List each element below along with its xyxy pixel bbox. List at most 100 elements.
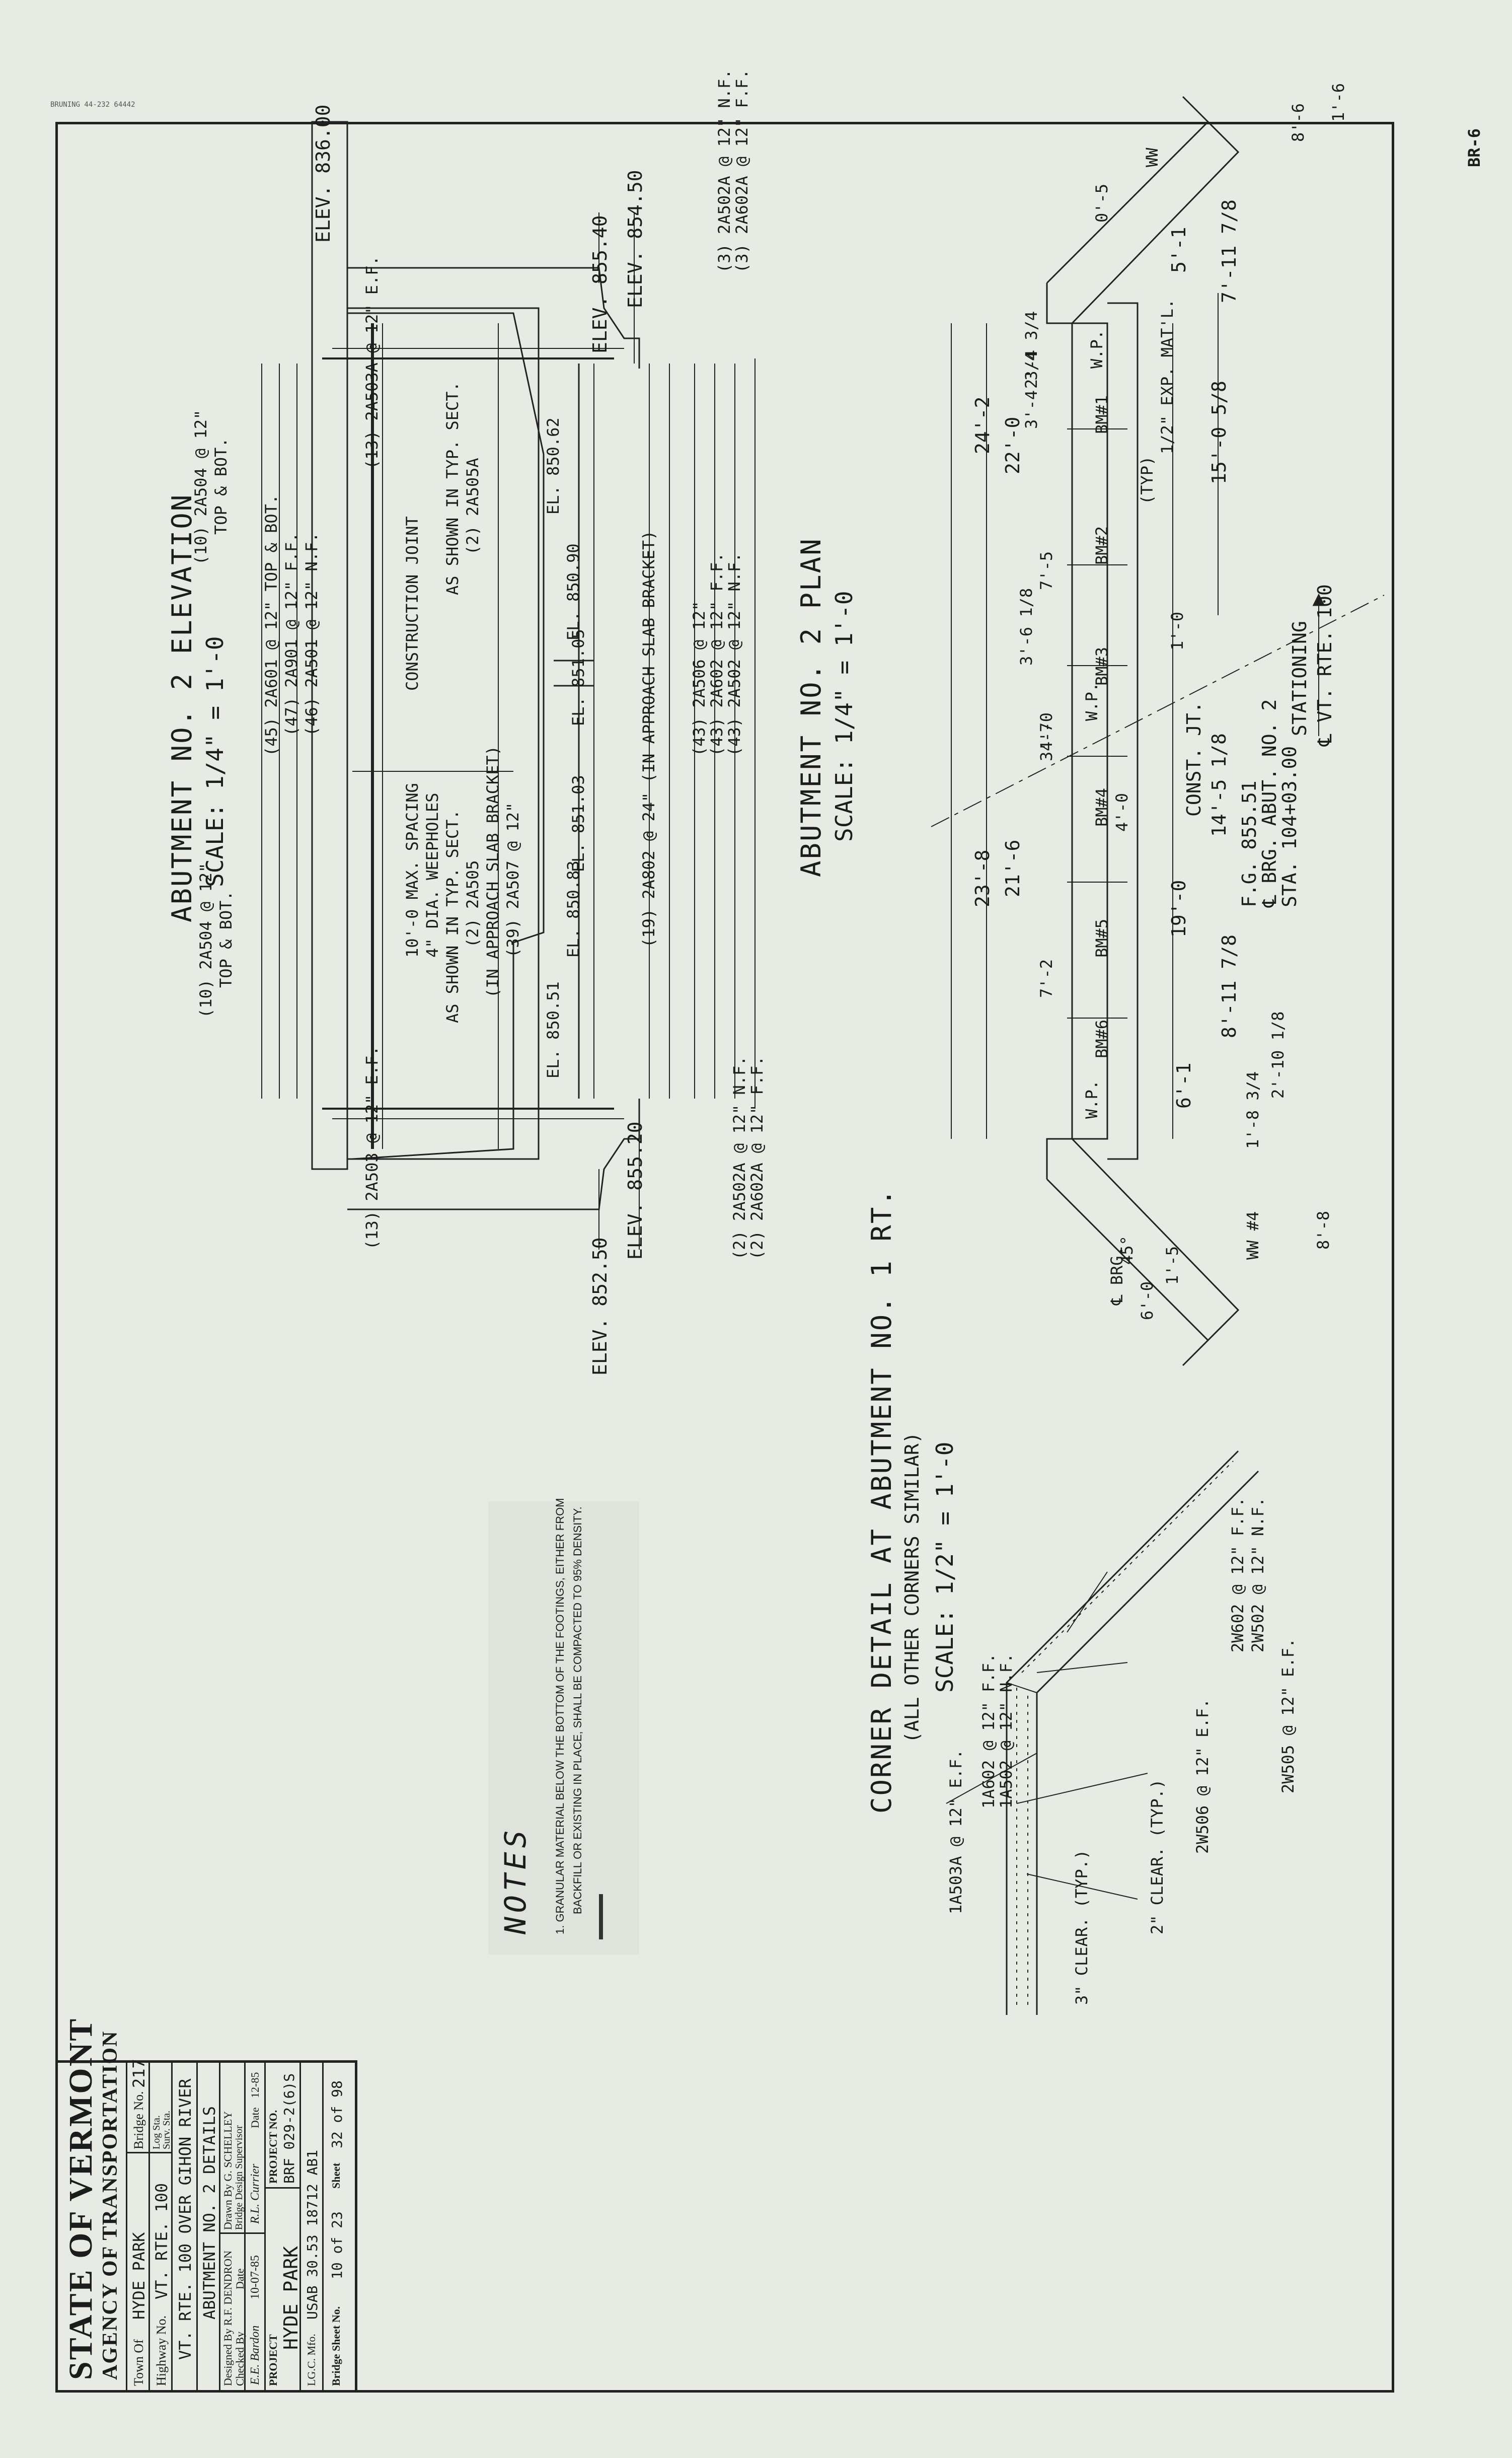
dim-1-5: 1'-5 <box>1163 1246 1182 1285</box>
centerline-label: ℄ VT. RTE. 100 <box>1314 584 1336 746</box>
stationing-label: STATIONING <box>1289 621 1311 736</box>
check-date: 10-07-85 <box>249 2255 262 2299</box>
sheet-label: Sheet <box>330 2162 342 2189</box>
bar-2a504-left-note: TOP & BOT. <box>211 438 231 535</box>
corner-scale: SCALE: 1/2" = 1'-0 <box>931 1441 958 1693</box>
sheet-value: 32 of 98 <box>329 2080 345 2148</box>
designed-by: Designed By R.F. DENDRON <box>221 2251 234 2386</box>
corner-w602: 2W602 @ 12" F.F. <box>1228 1497 1247 1652</box>
dim-7-11: 7'-11 7/8 <box>1218 199 1240 303</box>
tb-row-highway: Highway No. VT. RTE. 100 Log Sta. Surv. … <box>148 2063 173 2390</box>
dim-8-11: 8'-11 7/8 <box>1218 934 1240 1038</box>
bar-2a505-note: AS SHOWN IN TYP. SECT. <box>443 810 462 1023</box>
title-block: STATE OF VERMONT AGENCY OF TRANSPORTATIO… <box>55 2017 357 2393</box>
bar-2a502a-top: (3) 2A502A @ 12" N.F. <box>715 69 734 273</box>
tb-row-sheet: Bridge Sheet No. 10 of 23 Sheet 32 of 98 <box>322 2063 351 2390</box>
agency-name: AGENCY OF TRANSPORTATION <box>99 2030 122 2380</box>
const-jt-label: CONST. JT. <box>1183 701 1205 817</box>
cell-divider <box>220 2232 246 2234</box>
el-851-05: EL. 851.05 <box>569 629 588 726</box>
el-850-90: EL. 850.90 <box>564 543 583 640</box>
corner-w506: 2W506 @ 12" E.F. <box>1193 1698 1212 1854</box>
stem-outline <box>346 307 540 1160</box>
el-851-03: EL. 851.03 <box>569 775 588 872</box>
dim-4-0-a: 4'-0 <box>1112 792 1131 832</box>
el-850-83: EL. 850.83 <box>564 860 583 958</box>
bridge-no-label: Bridge No. <box>131 2091 146 2149</box>
corner-a602: 1A602 @ 12" F.F. <box>979 1653 998 1809</box>
weephole-spacing: 10'-0 MAX. SPACING <box>403 783 422 958</box>
el-850-62: EL. 850.62 <box>544 417 563 515</box>
dim-8-8: 8'-8 <box>1314 1210 1333 1250</box>
lgc-label: LG.C. Mfo. <box>305 2334 318 2386</box>
cell-divider <box>246 2232 266 2234</box>
elevation-scale: SCALE: 1/4" = 1'-0 <box>201 636 229 888</box>
wp-label-2: W.P. <box>1082 682 1101 721</box>
tb-row-designers: Designed By R.F. DENDRON Checked By Date… <box>219 2063 246 2390</box>
bar-2a506: (43) 2A506 @ 12" <box>690 601 709 756</box>
bar-2a504-left: (10) 2A504 @ 12" <box>191 409 210 565</box>
dim-7-5: 7'-5 <box>1037 551 1056 590</box>
project-label: PROJECT <box>267 2334 279 2386</box>
corner-clear-2: 2" CLEAR. (TYP.) <box>1148 1779 1167 1934</box>
description-line-2: ABUTMENT NO. 2 DETAILS <box>200 2106 219 2320</box>
bar-2a502a-bot: (2) 2A502A @ 12" N.F. <box>730 1056 749 1260</box>
elev-854-50: ELEV. 854.50 <box>624 170 646 308</box>
cell-divider <box>266 2187 301 2189</box>
tb-row-signatures: E.E. Bardon 10-07-85 R.L. Currier Date 1… <box>244 2063 266 2390</box>
dim-8-6: 8'-6 <box>1289 103 1308 142</box>
wp-label-3: W.P. <box>1082 1079 1101 1119</box>
supervisor-date: 12-85 <box>249 2072 261 2098</box>
project-no-label: PROJECT NO. <box>267 2110 279 2184</box>
dim-21-6: 21'-6 <box>1002 839 1024 897</box>
dim-15-0: 15'-0 5/8 <box>1208 381 1230 484</box>
dim-1-8: 1'-8 3/4 <box>1243 1071 1262 1149</box>
description-line-1: VT. RTE. 100 OVER GIHON RIVER <box>176 2078 195 2360</box>
bar-2a505a: (2) 2A505A <box>463 458 482 555</box>
bar-2a502: (43) 2A502 @ 12" N.F. <box>725 552 744 756</box>
highway-value: VT. RTE. 100 <box>152 2183 171 2299</box>
bar-2a505a-note: AS SHOWN IN TYP. SECT. <box>443 382 462 595</box>
dim-6-1: 6'-1 <box>1173 1062 1195 1109</box>
lgc-value: USAB 30.53 18712 AB1 <box>304 2149 321 2320</box>
bridge-no-value: 217 <box>129 2059 148 2088</box>
supervisor-label: Bridge Design Supervisor <box>234 2125 245 2230</box>
dim-7-2: 7'-2 <box>1037 959 1056 998</box>
supervisor-signature: R.L. Currier <box>249 2163 262 2224</box>
elev-836: ELEV. 836.00 <box>312 104 334 243</box>
tb-row-town: Town Of HYDE PARK Bridge No. 217 <box>126 2059 150 2390</box>
corner-w502: 2W502 @ 12" N.F. <box>1248 1497 1267 1652</box>
beam-3: BM#3 <box>1092 646 1111 686</box>
corner-a503: 1A503A @ 12" E.F. <box>946 1749 965 1914</box>
ww-label: WW <box>1143 148 1162 167</box>
beam-6: BM#6 <box>1092 1019 1111 1058</box>
elev-855-20: ELEV. 855.20 <box>624 1121 646 1260</box>
tb-row-lgc: LG.C. Mfo. USAB 30.53 18712 AB1 <box>299 2063 324 2390</box>
beam-5: BM#5 <box>1092 918 1111 958</box>
dim-1-0: 1'-0 <box>1168 611 1187 650</box>
bar-2a503a: (13) 2A503A @ 12" E.F. <box>362 256 382 469</box>
tb-row-project: PROJECT HYDE PARK PROJECT NO. BRF 029-2(… <box>264 2063 302 2390</box>
dim-23-8: 23'-8 <box>971 849 994 907</box>
beam-1: BM#1 <box>1092 395 1111 434</box>
project-no-value: BRF 029-2(6)S <box>281 2073 297 2184</box>
sta-label: STA. 104+03.00 <box>1278 746 1301 907</box>
cell-divider <box>150 2152 173 2153</box>
dim-22-0: 22'-0 <box>1002 416 1024 474</box>
wp-label-1: W.P. <box>1087 329 1106 369</box>
elev-852-50: ELEV. 852.50 <box>589 1237 611 1376</box>
exp-mat-label: 1/2" EXP. MAT'L. <box>1158 299 1177 454</box>
dim-2-10: 2'-10 1/8 <box>1268 1011 1288 1099</box>
dim-6-0: 6'-0 <box>1138 1281 1157 1320</box>
bridge-sheet-label: Bridge Sheet No. <box>330 2306 342 2386</box>
bar-2a602: (43) 2A602 @ 12" F.F. <box>707 552 726 756</box>
bar-2a802: (19) 2A802 @ 24" (IN APPROACH SLAB BRACK… <box>639 530 658 948</box>
bar-2a507: (39) 2A507 @ 12" <box>503 802 522 958</box>
dim-0-5: 0'-5 <box>1092 183 1111 223</box>
beam-4: BM#4 <box>1092 787 1111 827</box>
dim-19-0: 19'-0 <box>1168 880 1190 937</box>
tb-row-desc-1: VT. RTE. 100 OVER GIHON RIVER <box>171 2063 198 2390</box>
bar-2a901: (47) 2A901 @ 12" F.F. <box>282 532 301 736</box>
